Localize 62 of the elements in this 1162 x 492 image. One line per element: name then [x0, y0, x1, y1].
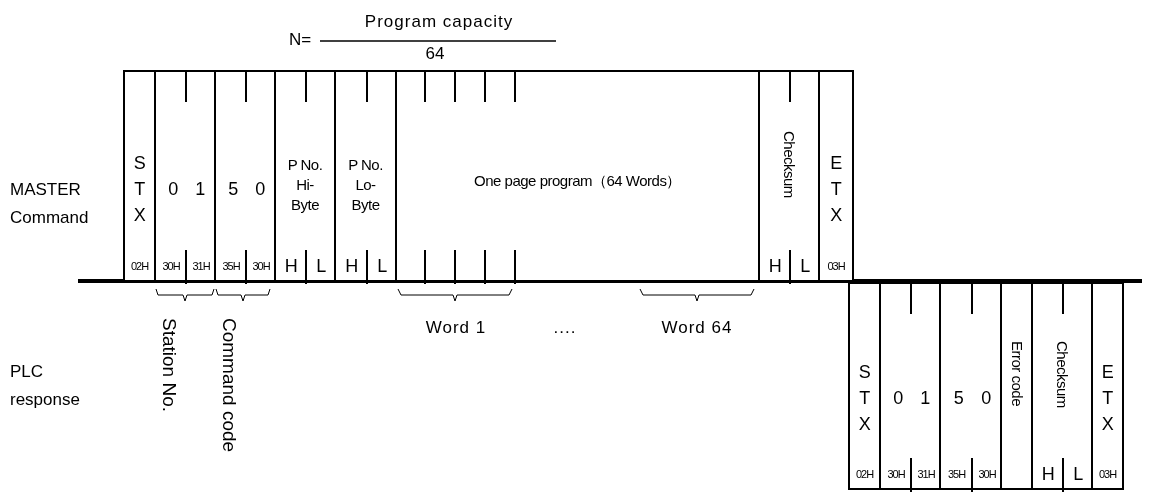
byte-order-label: L — [316, 254, 326, 278]
hex-code: 30H — [978, 466, 996, 482]
field-label: P No. Lo- Byte — [347, 154, 384, 216]
byte-order-label: H — [768, 254, 782, 278]
field-label: E T X — [830, 151, 842, 228]
hex-code: 31H — [192, 258, 210, 274]
frame-field — [395, 70, 760, 282]
frame-field — [939, 282, 1002, 490]
frame-field — [214, 70, 276, 282]
field-label: S T X — [133, 151, 146, 228]
frame-field — [818, 70, 854, 282]
frame-field — [879, 282, 941, 490]
byte-order-label: L — [377, 254, 387, 278]
field-label: Error code — [1007, 341, 1027, 407]
field-digit: 0 — [168, 177, 178, 201]
row-label: PLC response — [10, 361, 81, 411]
row-label: MASTER Command — [10, 179, 90, 229]
field-annotation: Command code — [218, 318, 240, 453]
frame-field — [274, 70, 336, 282]
field-digit: 0 — [255, 177, 265, 201]
hex-code: 31H — [917, 466, 935, 482]
field-annotation: Word 1 — [424, 318, 488, 338]
field-label: One page program（64 Words） — [474, 170, 681, 191]
formula-numerator: Program capacity — [363, 12, 515, 32]
hex-code: 35H — [947, 466, 966, 482]
hex-code: 03H — [1098, 466, 1117, 482]
byte-order-label: L — [1073, 462, 1083, 486]
frame-field — [1091, 282, 1124, 490]
field-label: Checksum — [780, 130, 800, 198]
field-label: S T X — [858, 360, 871, 437]
field-annotation: Word 64 — [660, 318, 734, 338]
field-label: E T X — [1101, 360, 1114, 437]
frame-field — [154, 70, 216, 282]
field-digit: 0 — [981, 386, 991, 410]
hex-code: 30H — [887, 466, 905, 482]
frame-field — [1000, 282, 1033, 490]
field-label: Checksum — [1053, 340, 1073, 408]
hex-code: 35H — [222, 258, 240, 274]
hex-code: 30H — [252, 258, 270, 274]
frame-field — [1031, 282, 1093, 490]
hex-code: 30H — [162, 258, 180, 274]
field-annotation: Station No. — [158, 318, 180, 412]
byte-order-label: H — [1041, 462, 1055, 486]
frame-field — [848, 282, 881, 490]
formula-denominator: 64 — [424, 44, 446, 64]
field-digit: 0 — [893, 386, 903, 410]
frame-field — [334, 70, 397, 282]
field-digit: 5 — [228, 177, 238, 201]
frame-field — [758, 70, 820, 282]
ellipsis: .... — [552, 318, 578, 338]
hex-code: 03H — [827, 258, 845, 274]
frame-field — [123, 70, 156, 282]
hex-code: 02H — [855, 466, 874, 482]
field-digit: 5 — [953, 386, 964, 410]
field-digit: 1 — [920, 386, 930, 410]
byte-order-label: L — [800, 254, 810, 278]
formula-text: N= — [287, 30, 313, 50]
byte-order-label: H — [345, 254, 358, 278]
field-label: P No. Hi- Byte — [286, 154, 324, 216]
field-digit: 1 — [195, 177, 205, 201]
hex-code: 02H — [130, 258, 149, 274]
byte-order-label: H — [284, 254, 298, 278]
